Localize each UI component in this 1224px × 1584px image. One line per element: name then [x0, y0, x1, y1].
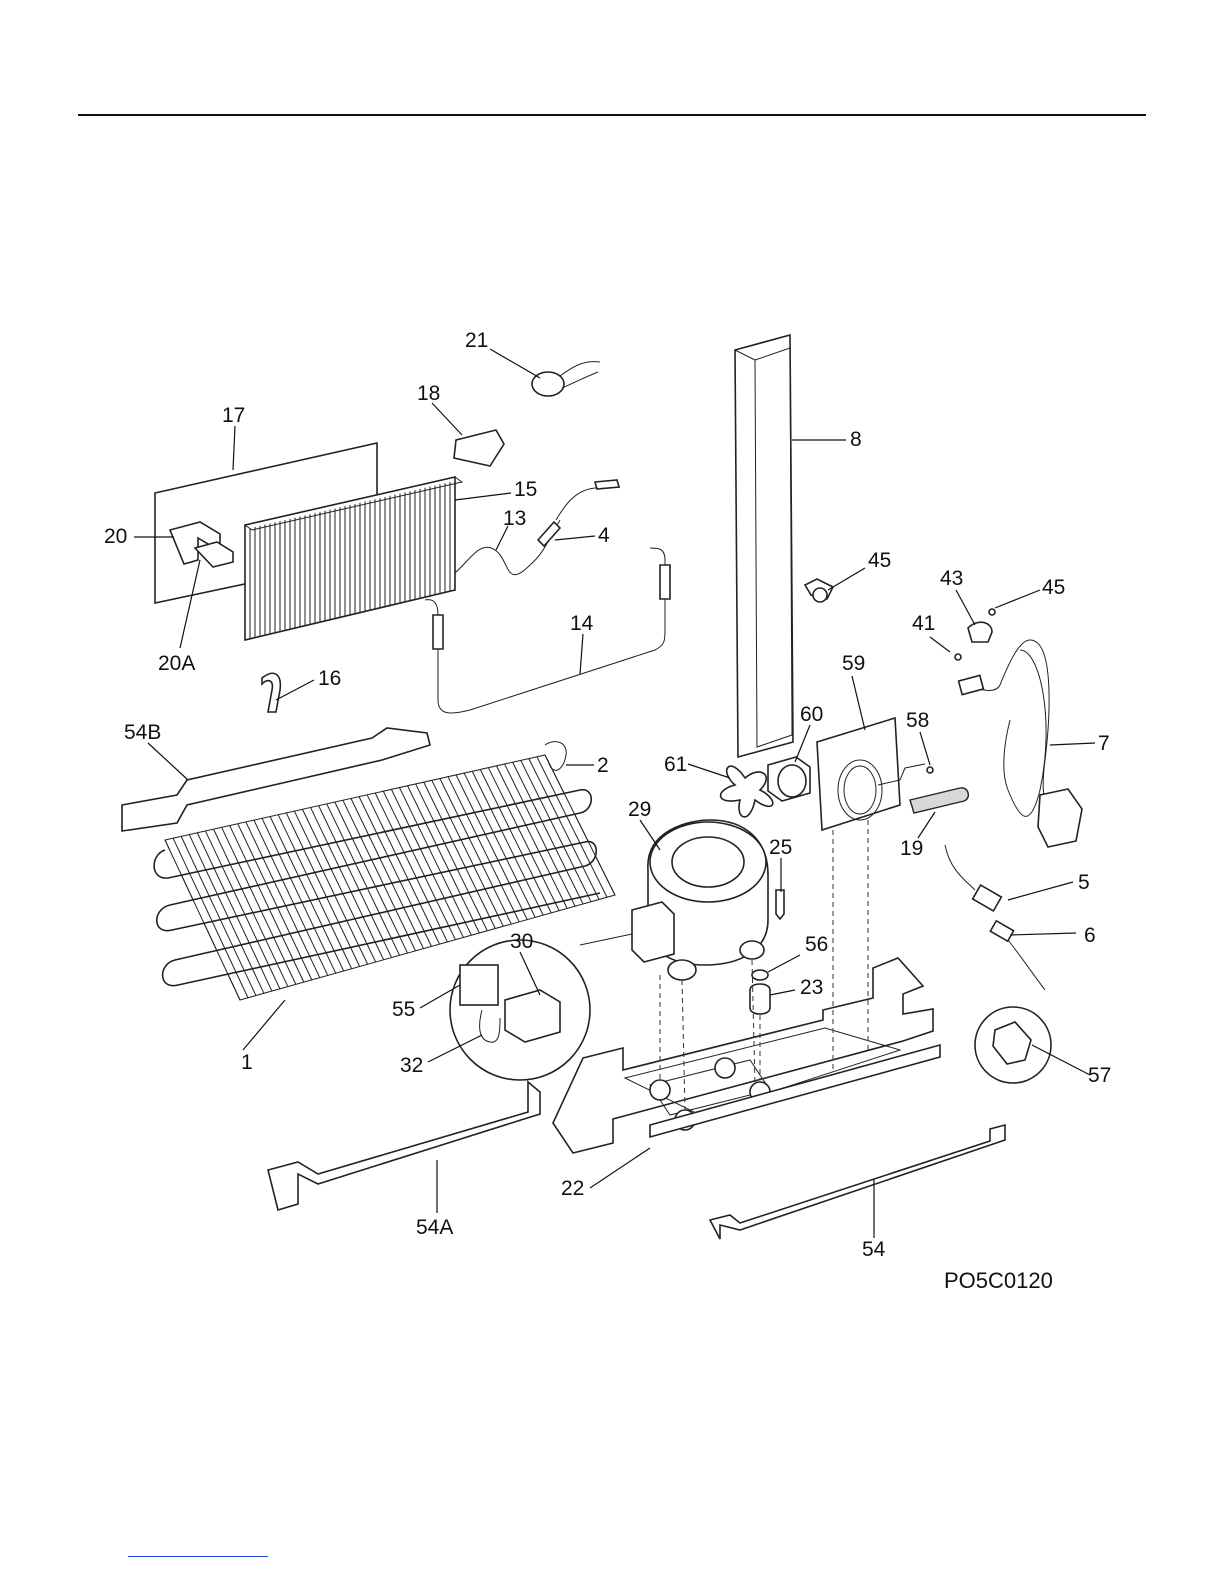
callout-45a: 45 — [868, 549, 891, 572]
callout-15: 15 — [514, 478, 537, 501]
callout-30: 30 — [510, 930, 533, 953]
callout-18: 18 — [417, 382, 440, 405]
callout-8: 8 — [850, 428, 862, 451]
callout-20a: 20A — [158, 652, 195, 675]
callout-32: 32 — [400, 1054, 423, 1077]
callout-45b: 45 — [1042, 576, 1065, 599]
callout-25: 25 — [769, 836, 792, 859]
drawing-code: PO5C0120 — [944, 1268, 1053, 1293]
evaporator-wire — [537, 757, 607, 897]
callout-4: 4 — [598, 524, 610, 547]
callout-13: 13 — [503, 507, 526, 530]
callout-19: 19 — [900, 837, 923, 860]
callout-1: 1 — [241, 1051, 253, 1074]
footer-link-underline — [128, 1556, 268, 1557]
callout-7: 7 — [1098, 732, 1110, 755]
callout-57: 57 — [1088, 1064, 1111, 1087]
callout-23: 23 — [800, 976, 823, 999]
evaporator-wire — [513, 762, 583, 904]
callout-16: 16 — [318, 667, 341, 690]
evaporator-wire — [529, 759, 599, 900]
callout-59: 59 — [842, 652, 865, 675]
callout-29: 29 — [628, 798, 651, 821]
callout-41: 41 — [912, 612, 935, 635]
base-tray — [553, 958, 940, 1153]
callout-43: 43 — [940, 567, 963, 590]
callout-55: 55 — [392, 998, 415, 1021]
callout-56: 56 — [805, 933, 828, 956]
compressor — [632, 820, 768, 980]
callout-17: 17 — [222, 404, 245, 427]
callout-5: 5 — [1078, 871, 1090, 894]
callout-58: 58 — [906, 709, 929, 732]
callout-14: 14 — [570, 612, 594, 635]
callout-60: 60 — [800, 703, 823, 726]
callout-61: 61 — [664, 753, 687, 776]
evaporator-wire — [521, 760, 591, 901]
callout-54a: 54A — [416, 1216, 453, 1239]
callout-2: 2 — [597, 754, 609, 777]
callout-20: 20 — [104, 525, 127, 548]
vertical-channel — [735, 335, 793, 757]
callout-21: 21 — [465, 329, 488, 352]
callout-54b: 54B — [124, 721, 161, 744]
callout-54: 54 — [862, 1238, 886, 1261]
callout-22: 22 — [561, 1177, 584, 1200]
callout-6: 6 — [1084, 924, 1096, 947]
